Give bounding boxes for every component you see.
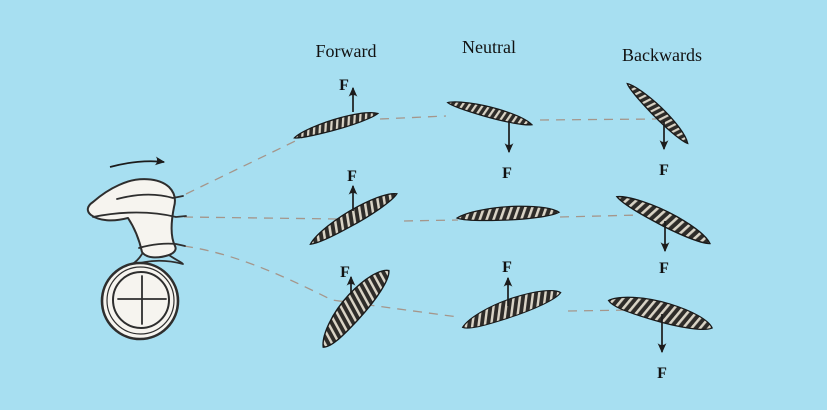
hub-inner-ring [112,271,170,329]
airfoil-tip-backwards [623,77,694,148]
column-header-backwards: Backwards [622,45,702,65]
force-label-middle-backwards: F [659,260,669,277]
force-label-tip-neutral: F [502,165,512,182]
force-label-root-neutral: F [502,259,512,276]
leader-row1-blade-to-forward [185,129,319,195]
hub-middle-ring [106,266,175,335]
airfoil-tip-forward [291,106,380,143]
propeller-side-view [86,156,187,341]
force-label-tip-backwards: F [659,162,669,179]
section-row-tip [291,77,694,154]
airfoil-root-neutral [458,282,564,334]
leader-lines [183,115,657,318]
airfoil-middle-neutral [455,203,560,224]
force-label-middle-forward: F [347,168,357,185]
airfoil-tip-neutral [446,95,535,130]
leader-row3-blade-to-forward [183,245,459,318]
labels: Forward Neutral Backwards F F F F F F F … [316,37,702,382]
propeller-hub [100,261,180,341]
leader-row2-neutral-to-backwards [559,214,641,218]
section-row-middle [305,184,715,253]
propeller-blade [86,178,177,259]
leader-row2-forward-to-neutral [403,219,459,222]
column-header-forward: Forward [316,41,377,61]
column-header-neutral: Neutral [462,37,516,57]
hub-crosshair-icon [117,275,167,325]
leader-row1-neutral-to-backwards [539,118,657,121]
force-label-root-forward: F [340,264,350,281]
airfoil-root-backwards [606,286,717,337]
leader-row2-blade-to-forward [183,216,339,220]
leader-row1-forward-to-neutral [379,115,447,120]
force-label-tip-forward: F [339,77,349,94]
section-row-root [310,260,717,354]
force-label-root-backwards: F [657,365,667,382]
rotation-arrow [109,156,166,168]
